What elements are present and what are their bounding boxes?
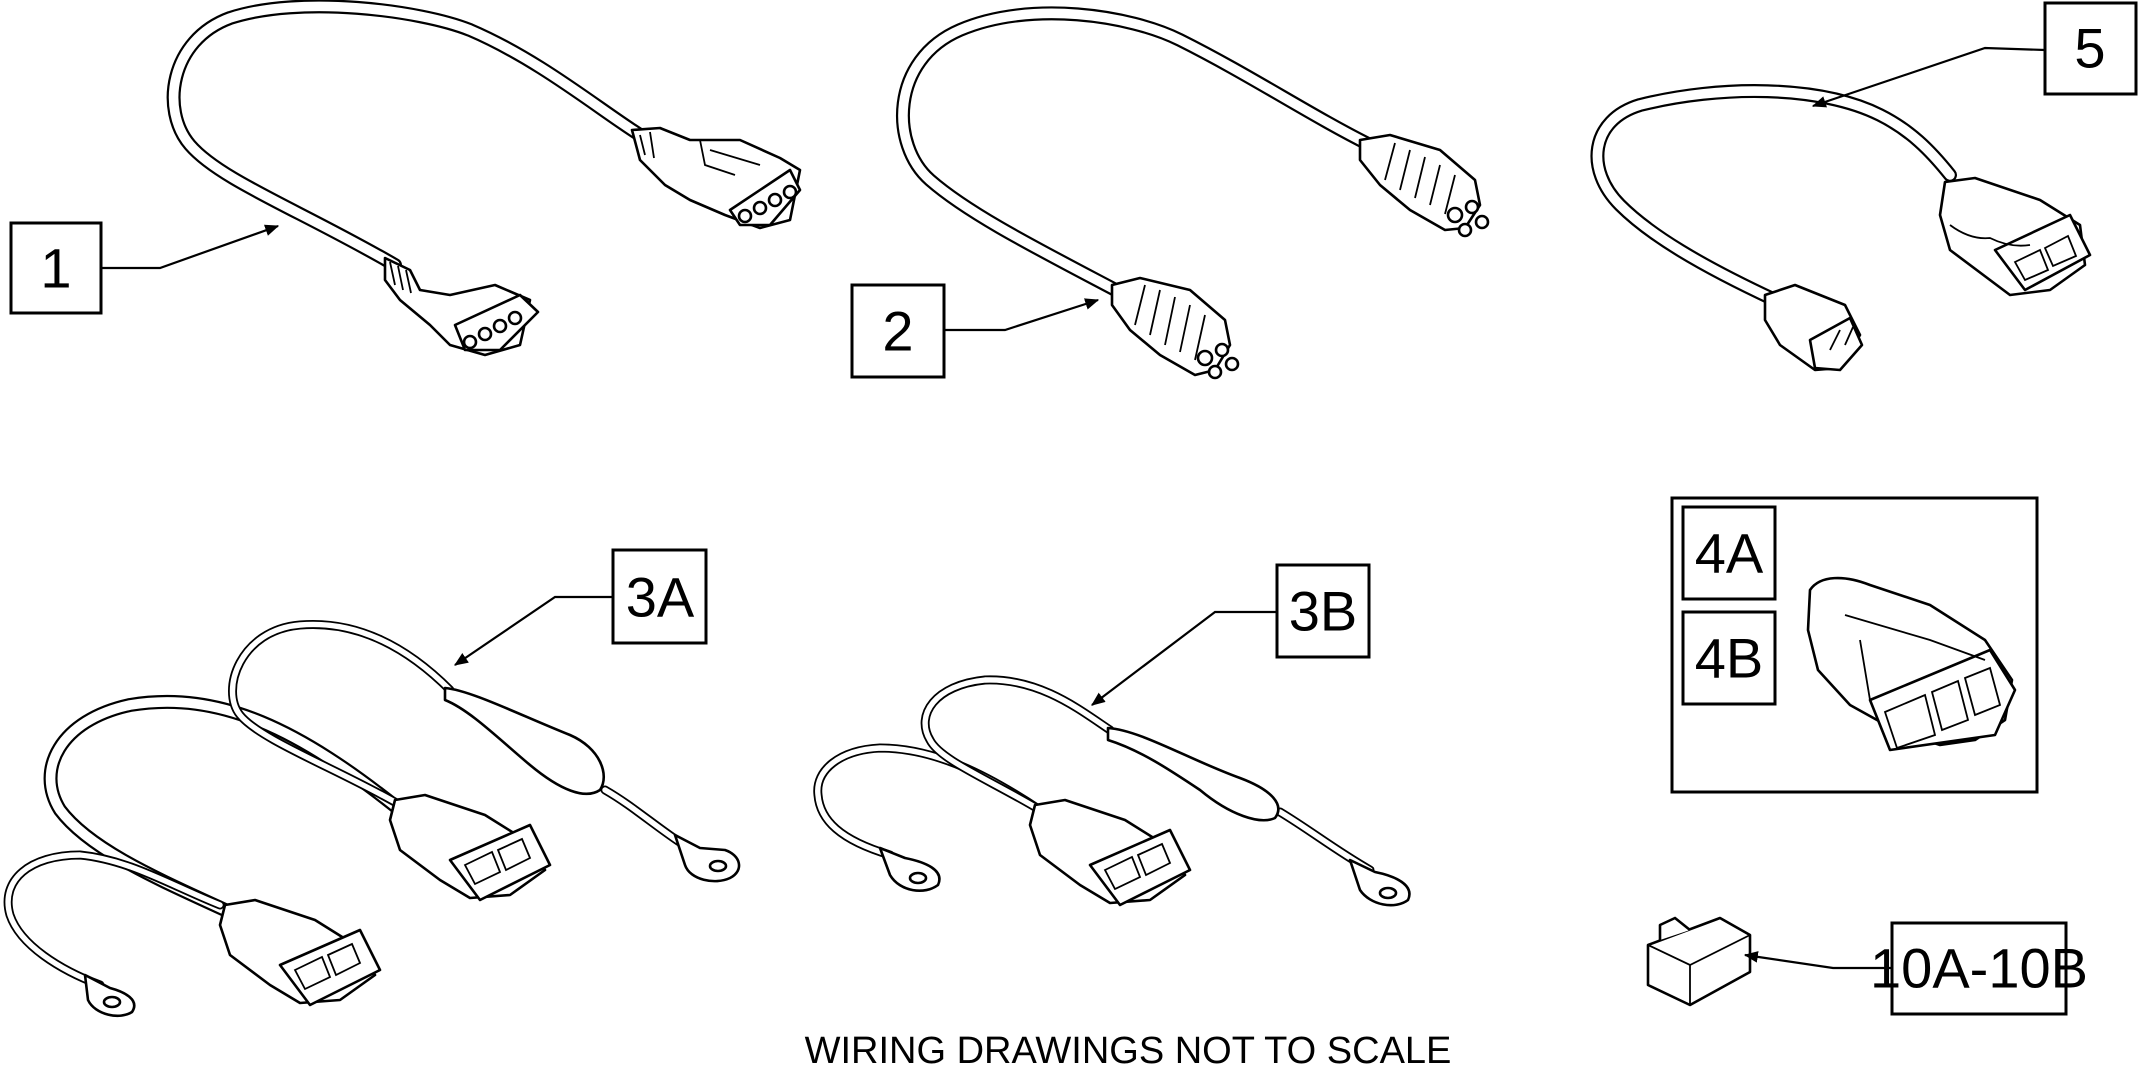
callout-3b-label: 3B bbox=[1289, 580, 1358, 643]
fuse-holder-3b bbox=[1106, 726, 1280, 822]
part-10-block bbox=[1646, 916, 1752, 1007]
harness-3b bbox=[813, 675, 1411, 907]
round-connector-upper bbox=[1358, 133, 1490, 238]
round-connector-lower bbox=[1110, 276, 1240, 380]
callout-1: 1 bbox=[9, 221, 103, 315]
harness-2 bbox=[896, 6, 1490, 380]
callout-5: 5 bbox=[2043, 1, 2138, 96]
anderson-connector-3a-upper bbox=[388, 793, 552, 902]
four-pin-connector-upper bbox=[630, 126, 802, 230]
callout-3a: 3A bbox=[611, 548, 708, 645]
callout-3b: 3B bbox=[1275, 563, 1371, 659]
callout-4a-label: 4A bbox=[1695, 522, 1764, 585]
leader-lines bbox=[100, 46, 2046, 970]
callout-3a-label: 3A bbox=[626, 566, 695, 629]
footer-note: WIRING DRAWINGS NOT TO SCALE bbox=[805, 1030, 1452, 1072]
harness-3a bbox=[3, 619, 741, 1017]
harness-5 bbox=[1590, 84, 2092, 372]
anderson-connector-3b bbox=[1028, 798, 1192, 907]
callout-10a-10b-label: 10A-10B bbox=[1870, 937, 2088, 1000]
callout-5-label: 5 bbox=[2074, 17, 2105, 80]
four-pin-connector-lower bbox=[383, 256, 540, 357]
callout-2: 2 bbox=[850, 283, 946, 379]
callout-4b-label: 4B bbox=[1695, 627, 1764, 690]
harness-1 bbox=[166, 0, 802, 357]
callout-1-label: 1 bbox=[40, 237, 71, 300]
ring-terminal-3b-left bbox=[878, 846, 941, 893]
ring-terminal-3a-lower bbox=[83, 973, 136, 1017]
callout-4b: 4B bbox=[1681, 610, 1777, 706]
detail-box-4a-4b bbox=[1670, 496, 2039, 794]
anderson-connector-5 bbox=[1938, 176, 2092, 297]
ring-terminal-3a-upper bbox=[673, 833, 741, 883]
callout-2-label: 2 bbox=[882, 300, 913, 363]
callout-10a-10b: 10A-10B bbox=[1870, 921, 2088, 1016]
callout-4a: 4A bbox=[1681, 505, 1777, 601]
connector-housing-4 bbox=[1806, 576, 2017, 752]
ring-terminal-3b-right bbox=[1348, 858, 1411, 907]
small-connector bbox=[1763, 283, 1864, 372]
fuse-holder-3a bbox=[443, 686, 606, 796]
anderson-connector-3a-lower bbox=[218, 898, 382, 1007]
